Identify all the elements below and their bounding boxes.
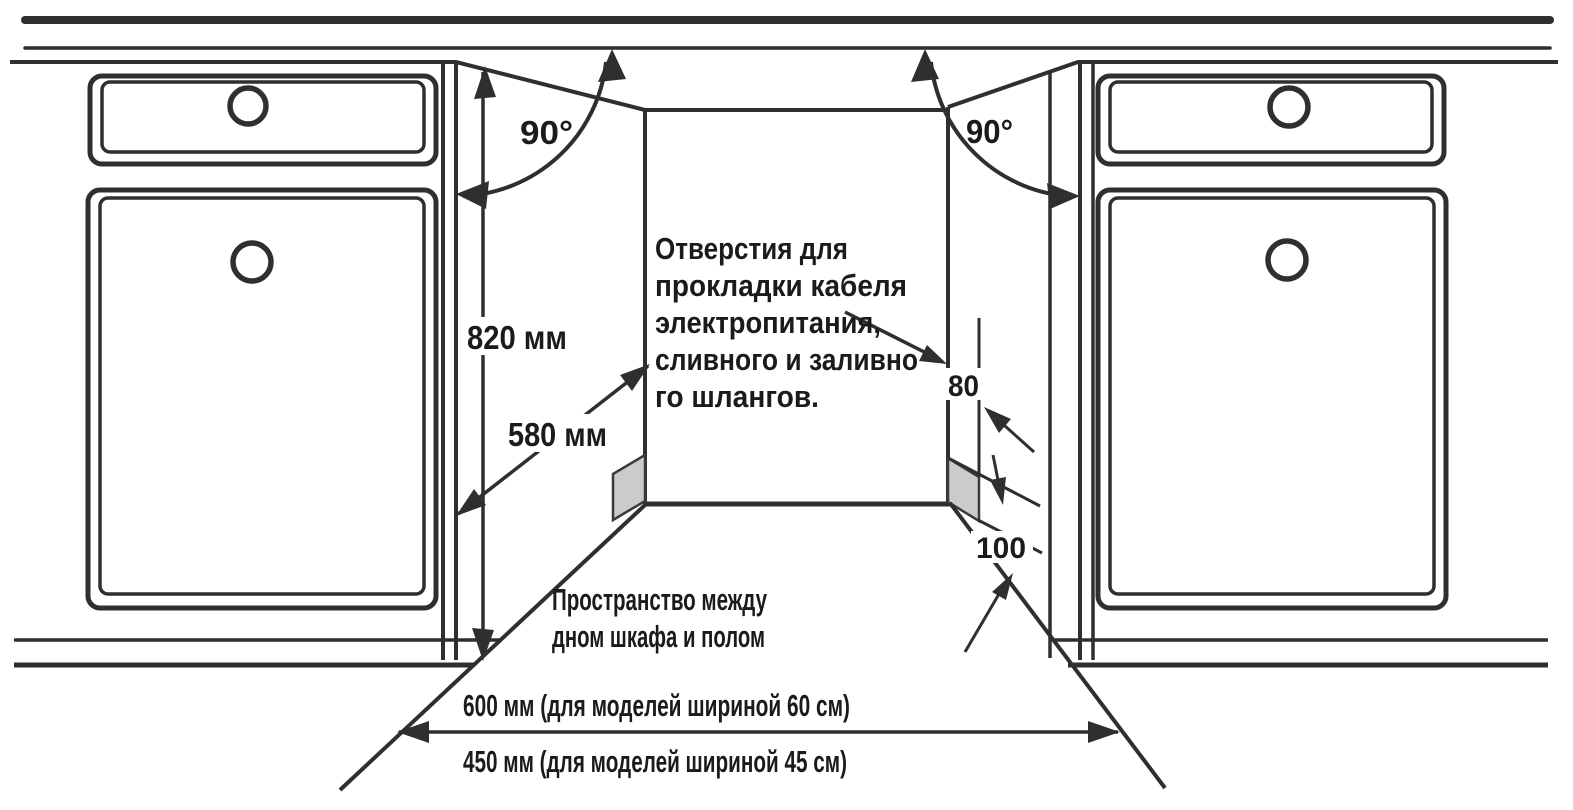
floor-gap-line-1: Пространство между [552, 582, 767, 617]
holes-leader-arrowhead [919, 345, 947, 364]
floor-gap-line-2: дном шкафа и полом [552, 619, 765, 654]
right-door-knob [1265, 238, 1309, 282]
swing-arc-right [929, 61, 1067, 198]
dim-100-up-arrowhead [992, 573, 1013, 600]
swing-arc-left-side-arrowhead [456, 181, 489, 209]
left-door-front-inner [98, 196, 426, 596]
dim-80-label: 80 [948, 370, 979, 403]
angle-label-right: 90° [966, 113, 1013, 150]
holes-note-line-5: го шлангов. [655, 379, 819, 414]
width-dim-right-arrowhead [1088, 721, 1120, 743]
dimension-width: 600 мм (для моделей шириной 60 см) 450 м… [397, 688, 1120, 779]
dim-580-upper-arrowhead [620, 364, 650, 391]
dim-580-label-bg [503, 414, 613, 452]
dim-100-down-arrowhead [990, 477, 1006, 505]
right-drawer-knob [1267, 85, 1311, 129]
left-cabinet [85, 62, 458, 660]
dim-820-label-bg [462, 317, 572, 355]
width-450-label: 450 мм (для моделей шириной 45 см) [463, 744, 847, 779]
floor [14, 501, 1548, 792]
door-swing-right: 90° [911, 49, 1080, 209]
swing-arc-right-up-arrowhead [911, 49, 939, 82]
dim-820-label: 820 мм [467, 319, 567, 356]
left-door-knob [230, 240, 274, 284]
swing-arc-right-side-arrowhead [1047, 183, 1080, 209]
dimension-hole-80: 80 [944, 318, 1036, 477]
dim-580-lower-arrowhead [456, 489, 486, 516]
dim-80-arrowhead [984, 407, 1011, 433]
dim-80-label-bg [944, 368, 984, 400]
holes-note-line-2: прокладки кабеля [655, 268, 907, 303]
door-swing-left: 90° [456, 49, 626, 209]
dimension-hole-100: 100 [947, 454, 1043, 653]
dim-820-down-arrowhead [472, 628, 494, 661]
holes-note-line-1: Отверстия для [655, 231, 848, 266]
swing-arc-left-up-arrowhead [598, 49, 626, 82]
right-cabinet [1048, 62, 1449, 660]
dim-100-label: 100 [976, 532, 1026, 565]
width-dim-left-arrowhead [397, 721, 429, 743]
holes-note-line-4: сливного и заливно [655, 342, 918, 377]
niche [611, 107, 981, 524]
right-door-front-inner [1108, 196, 1436, 596]
cable-hole-left [611, 452, 647, 523]
dimension-depth-580: 580 мм [456, 364, 650, 516]
holes-note-line-3: электропитания, [655, 305, 881, 340]
floor-gap-annotation: Пространство между дном шкафа и полом [552, 582, 767, 654]
dimension-height-820: 820 мм [462, 66, 572, 661]
holes-leader-line [844, 310, 939, 361]
angle-label-left: 90° [520, 114, 573, 151]
dim-580-label: 580 мм [508, 416, 607, 453]
dim-820-up-arrowhead [474, 66, 496, 99]
swing-arc-left [462, 61, 608, 198]
holes-annotation: Отверстия для прокладки кабеля электропи… [655, 231, 947, 414]
floor-diagonal-left [338, 503, 647, 792]
left-drawer-knob [227, 85, 269, 127]
dim-100-label-bg [971, 531, 1033, 563]
width-600-label: 600 мм (для моделей шириной 60 см) [463, 688, 850, 723]
